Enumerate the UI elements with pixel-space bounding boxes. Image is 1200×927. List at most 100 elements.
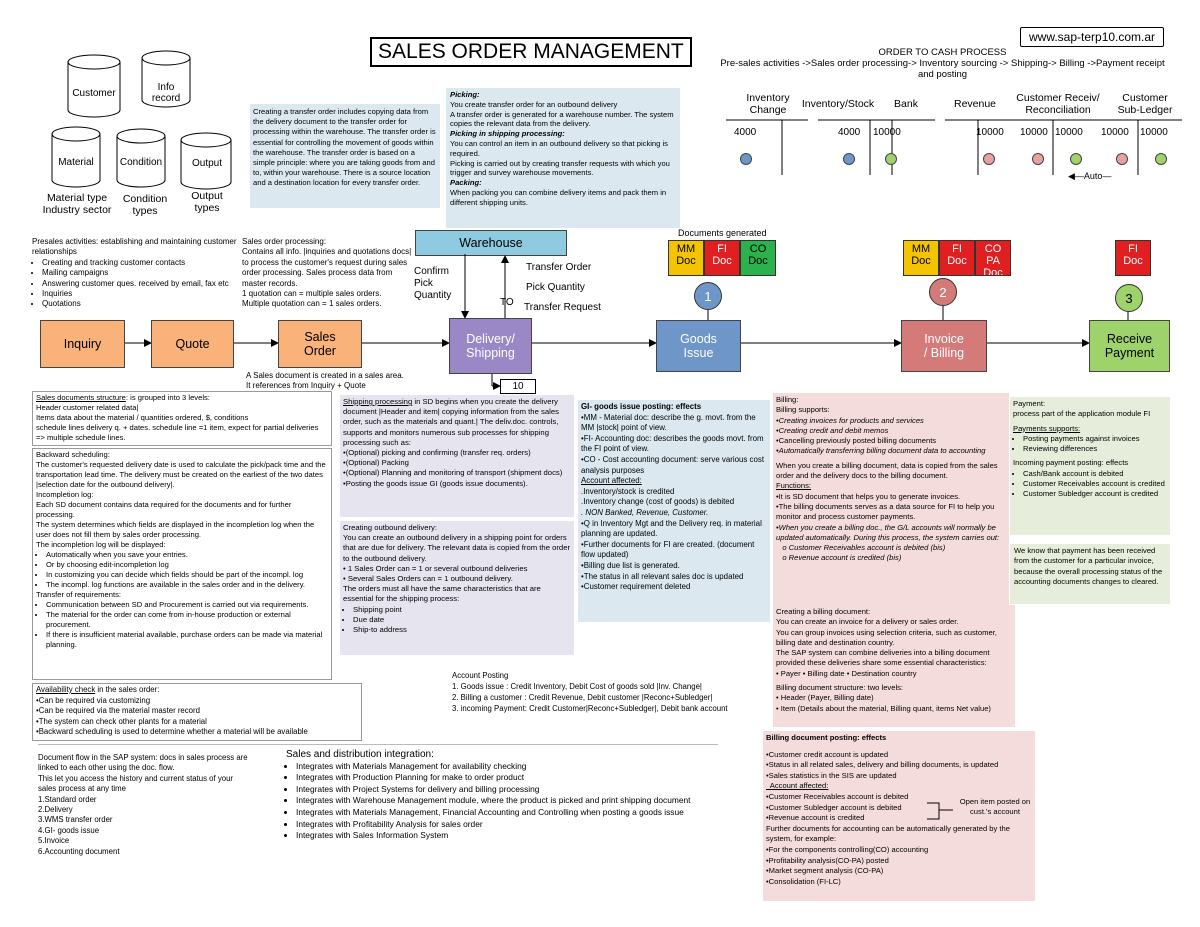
goods-issue-panel: GI- goods issue posting: effects •MM - M…	[578, 400, 770, 622]
gi-item: . NON Banked, Revenue, Customer.	[581, 507, 709, 517]
billing-function: o Customer Receivables account is debite…	[776, 543, 946, 553]
goods-issue-step[interactable]: Goods Issue	[656, 320, 741, 372]
receive-payment-step[interactable]: Receive Payment	[1089, 320, 1170, 372]
billing-posting-panel: Billing document posting: effects •Custo…	[763, 731, 1035, 901]
outbound-item: Shipping point	[353, 605, 571, 615]
gi-item: .Inventory/stock is credited	[581, 486, 675, 496]
creating-billing-heading: Creating a billing document:	[776, 607, 871, 616]
document-flow-note: Document flow in the SAP system: docs in…	[38, 753, 248, 856]
presales-note: Presales activities: establishing and ma…	[32, 237, 247, 310]
availability-item: •The system can check other plants for a…	[36, 716, 207, 726]
picking-shipping-text: You can control an item in an outbound d…	[450, 138, 670, 178]
payment-item: Reviewing differences	[1023, 444, 1167, 454]
account-posting-note: Account Posting 1. Goods issue : Credit …	[452, 670, 762, 714]
billing-function: •When you create a billing doc., the G/L…	[776, 522, 1000, 542]
billing-posting-item: •Market segment analysis (CO-PA)	[766, 866, 884, 876]
gi-item: •Further documents for FI are created. (…	[581, 539, 755, 560]
incompletion-item: Or by choosing edit-incompletion log	[46, 560, 328, 570]
acct-value-1: 4000	[734, 127, 757, 138]
posting-dot-3	[885, 153, 897, 165]
picking-shipping-heading: Picking in shipping processing:	[450, 129, 565, 139]
transfer-req-item: Communication between SD and Procurement…	[46, 600, 328, 610]
presales-heading: Presales activities: establishing and ma…	[32, 237, 237, 257]
structure-heading-rest: : is grouped into 3 levels:	[125, 393, 210, 402]
billing-item: •Automatically transferring billing docu…	[776, 446, 986, 456]
customer-cylinder	[67, 54, 121, 118]
fi-doc-tag: FI Doc	[704, 240, 740, 276]
marker-2: 2	[929, 278, 957, 306]
payment-text: process part of the application module F…	[1013, 409, 1151, 419]
open-item-note: Open item posted on cust.'s account	[959, 797, 1031, 817]
creating-billing-panel: Creating a billing document: You can cre…	[773, 605, 1015, 727]
billing-item: •Cancelling previously posted billing do…	[776, 436, 937, 446]
site-url-link[interactable]: www.sap-terp10.com.ar	[1020, 27, 1165, 47]
structure-item: schedule lines delivery q. + dates. sche…	[36, 423, 319, 442]
availability-item: •Can be required via the material master…	[36, 706, 200, 716]
picking-note: Picking: You create transfer order for a…	[446, 88, 680, 228]
payment-panel: Payment: process part of the application…	[1010, 397, 1170, 535]
transfer-req-item: The material for the order can come from…	[46, 610, 328, 630]
creating-billing-text: You can create an invoice for a delivery…	[776, 617, 997, 678]
billing-supports-heading: Billing supports:	[776, 405, 830, 415]
billing-item: •Creating credit and debit memos	[776, 425, 889, 435]
incoming-payment-heading: Incoming payment posting: effects	[1013, 458, 1129, 468]
integration-item: Integrates with Production Planning for …	[296, 772, 766, 784]
presales-item: Inquiries	[42, 289, 247, 299]
fi-doc-tag-2: FI Doc	[939, 240, 975, 276]
invoice-billing-step[interactable]: Invoice / Billing	[901, 320, 987, 372]
outbound-item: Due date	[353, 615, 571, 625]
billing-panel: Billing: Billing supports: •Creating inv…	[773, 393, 1009, 605]
acct-revenue: Revenue	[953, 98, 997, 110]
quote-step[interactable]: Quote	[151, 320, 234, 368]
posting-dot-3c	[1155, 153, 1167, 165]
posting-dot-2b	[1032, 153, 1044, 165]
warehouse-box[interactable]: Warehouse	[415, 230, 567, 256]
billing-posting-item: •Customer credit account is updated	[766, 749, 889, 759]
copa-doc-tag: CO PA Doc	[975, 240, 1011, 276]
inquiry-step[interactable]: Inquiry	[40, 320, 125, 368]
billing-posting-item: •For the components controlling(CO) acco…	[766, 844, 929, 854]
billing-structure-item: • Header (Payer, Billing date)	[776, 693, 874, 703]
acct-inventory-change: Inventory Change	[746, 92, 790, 116]
incompletion-item: In customizing you can decide which fiel…	[46, 570, 328, 580]
payment-item: Posting payments against invoices	[1023, 434, 1167, 444]
otc-line1: Pre-sales activities ->Sales order proce…	[720, 58, 1165, 69]
sales-doc-structure-panel: Sales documents structure: is grouped in…	[32, 391, 332, 446]
marker-3: 3	[1115, 284, 1143, 312]
acct-bank: Bank	[894, 98, 918, 110]
billing-posting-item: •Consolidation (FI-LC)	[766, 876, 841, 886]
delivery-shipping-step[interactable]: Delivery/ Shipping	[449, 318, 532, 374]
gi-item: •Billing due list is generated.	[581, 560, 680, 570]
gi-item: •FI- Accounting doc: describes the goods…	[581, 433, 764, 454]
condition-cylinder	[116, 128, 166, 188]
shipping-item: •Posting the goods issue GI (goods issue…	[343, 478, 528, 488]
billing-posting-item: •Status in all related sales, delivery a…	[766, 760, 999, 770]
shipping-item: •(Optional) Packing	[343, 458, 409, 468]
incoming-payment-item: Customer Receivables account is credited	[1023, 479, 1167, 489]
presales-item: Answering customer ques. received by ema…	[42, 279, 247, 289]
availability-item: •Can be required via customizing	[36, 695, 151, 705]
gi-item: •Customer requirement deleted	[581, 582, 691, 592]
transfer-order-note: Creating a transfer order includes copyi…	[250, 104, 440, 208]
acct-value-5: 10000	[1020, 127, 1048, 138]
acct-value-7: 10000	[1101, 127, 1129, 138]
backward-text: The customer's requested delivery date i…	[36, 460, 326, 489]
incompletion-item: The incompl. log functions are available…	[46, 580, 328, 590]
billing-posting-item: •Revenue account is credited	[766, 813, 865, 823]
docs-generated-label: Documents generated	[678, 228, 767, 238]
acct-customer-subledger: Customer Sub-Ledger	[1117, 92, 1173, 116]
marker-10: 10	[500, 379, 536, 394]
gi-heading: GI- goods issue posting: effects	[581, 402, 702, 411]
integration-item: Integrates with Profitability Analysis f…	[296, 819, 766, 831]
integration-item: Integrates with Materials Management, Fi…	[296, 807, 766, 819]
sales-order-step[interactable]: Sales Order	[278, 320, 362, 368]
posting-dot-3b	[1070, 153, 1082, 165]
presales-item: Quotations	[42, 299, 247, 309]
incompletion-item: Automatically when you save your entries…	[46, 550, 328, 560]
transfer-req-heading: Transfer of requirements:	[36, 590, 121, 599]
transfer-request-label: Transfer Request	[524, 302, 601, 313]
billing-posting-item: •Customer Subledger account is debited	[766, 802, 902, 812]
mm-doc-tag-2: MM Doc	[903, 240, 939, 276]
condition-caption: Condition types	[122, 193, 168, 217]
left-details-panel: Backward scheduling: The customer's requ…	[32, 448, 332, 680]
